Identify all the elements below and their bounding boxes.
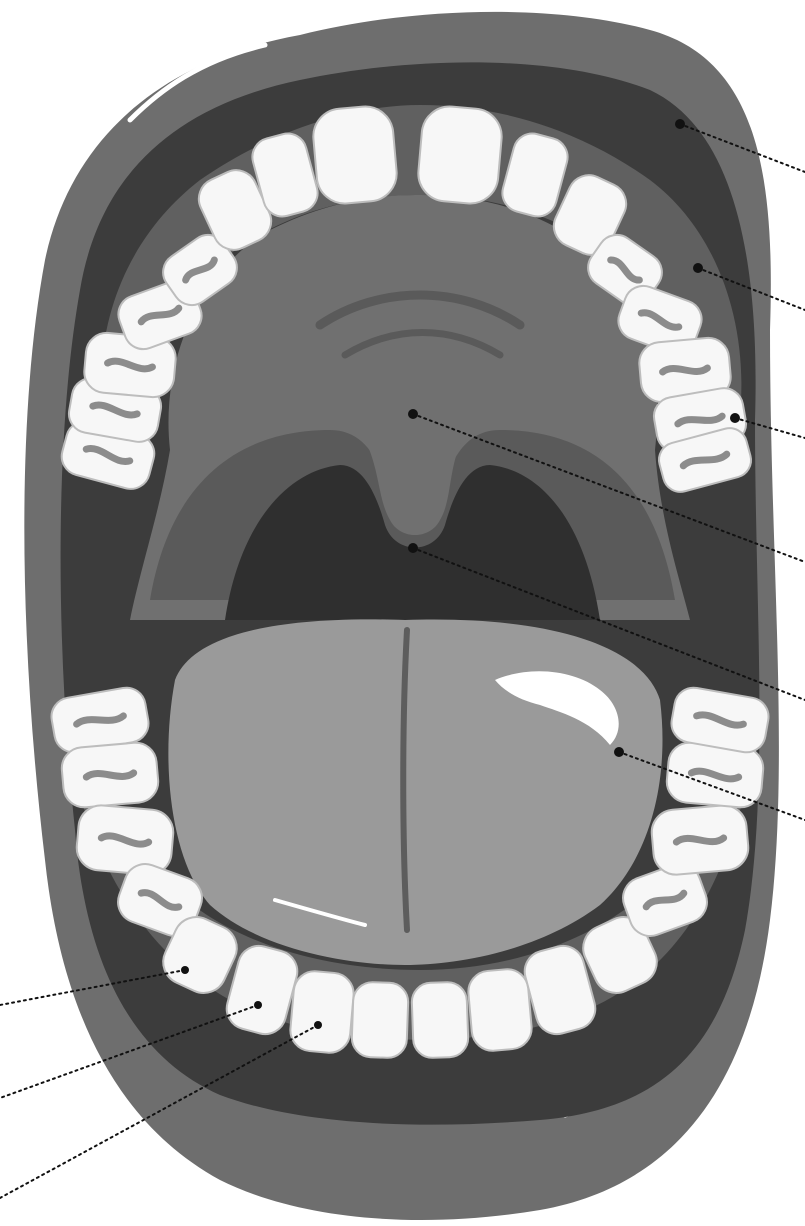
tongue <box>168 619 662 965</box>
lower-incisor <box>351 982 409 1059</box>
upper-incisor <box>311 104 399 206</box>
lower-molar <box>75 803 175 876</box>
lower-incisor <box>289 970 356 1055</box>
lower-incisor <box>411 982 469 1059</box>
upper-incisor <box>416 104 504 206</box>
lower-molar <box>650 803 750 876</box>
lower-incisor <box>467 968 534 1053</box>
lower-molar <box>60 741 160 809</box>
